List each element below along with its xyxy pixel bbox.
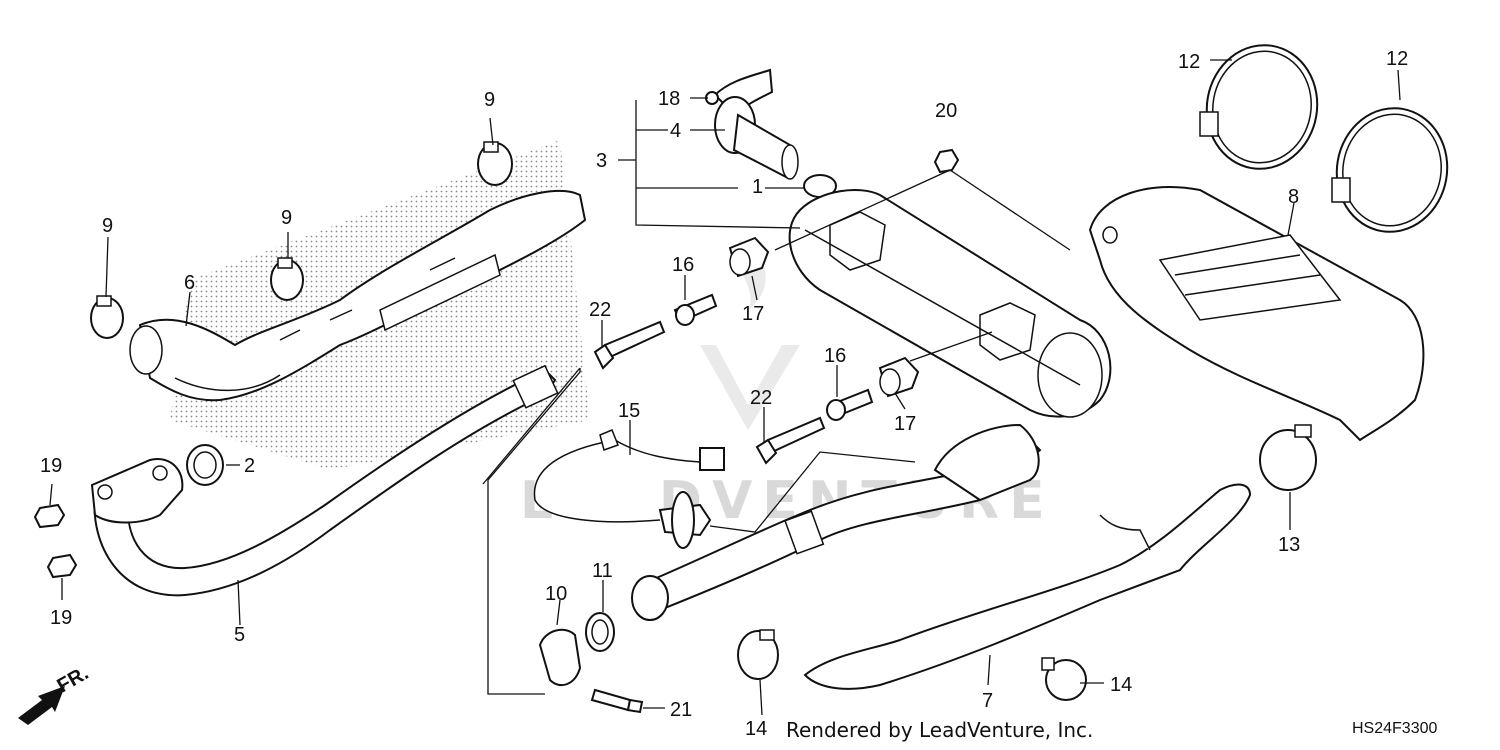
hex-bolt-part <box>590 688 644 714</box>
callout-10: 10 <box>545 583 567 605</box>
muffler-collar-part-upper <box>728 236 770 278</box>
muffler-bolt-part-upper <box>673 293 718 326</box>
muffler-protector-part-lower <box>803 483 1252 690</box>
joint-nut-part-upper <box>33 503 66 529</box>
callout-14-right: 14 <box>1110 674 1132 696</box>
muffler-protector-part-upper <box>1088 186 1425 442</box>
callout-16-lower: 16 <box>824 345 846 367</box>
callout-8: 8 <box>1288 186 1299 208</box>
band-clamp-part-14-left <box>737 629 779 680</box>
large-band-clamp-part-left <box>1199 44 1319 170</box>
callout-21: 21 <box>670 699 692 721</box>
front-direction-arrow-icon: FR. <box>18 662 92 725</box>
callout-12-right: 12 <box>1386 48 1408 70</box>
collar-sleeve-part <box>585 612 615 652</box>
large-band-clamp-part-right <box>1331 107 1449 233</box>
callout-11: 11 <box>592 560 613 582</box>
callout-1: 1 <box>752 176 763 198</box>
center-pipe-part <box>631 423 1042 621</box>
callout-19-upper: 19 <box>40 455 62 477</box>
joint-nut-part-lower <box>46 553 78 579</box>
flange-bolt-part-lower <box>755 416 826 465</box>
flange-bolt-part-upper <box>593 320 666 370</box>
callout-9-left: 9 <box>102 215 113 237</box>
callout-22-upper: 22 <box>589 299 611 321</box>
callout-labels: 1 2 3 4 5 6 7 8 9 9 9 10 11 12 12 13 14 … <box>40 48 1408 740</box>
callout-20: 20 <box>935 100 957 122</box>
callout-13: 13 <box>1278 534 1300 556</box>
callout-7: 7 <box>982 690 993 712</box>
diagram-code: HS24F3300 <box>1352 720 1438 737</box>
callout-2: 2 <box>244 455 255 477</box>
muffler-part <box>788 189 1112 418</box>
callout-17-upper: 17 <box>742 303 764 325</box>
callout-9-mid: 9 <box>281 207 292 229</box>
callout-18: 18 <box>658 88 680 110</box>
band-clamp-part-13 <box>1259 424 1317 491</box>
leader-lines <box>49 59 1401 716</box>
pipe-protector-part <box>129 189 587 402</box>
callout-14-left: 14 <box>745 718 767 740</box>
callout-12-left: 12 <box>1178 51 1200 73</box>
callout-17-lower: 17 <box>894 413 916 435</box>
callout-3: 3 <box>596 150 607 172</box>
band-clamp-part-14-right <box>1041 657 1087 701</box>
pipe-stay-part <box>538 628 582 687</box>
band-clamp-part-mid <box>270 257 304 301</box>
band-clamp-part-left <box>90 295 124 339</box>
callout-19-lower: 19 <box>50 607 72 629</box>
callout-6: 6 <box>184 272 195 294</box>
callout-5: 5 <box>234 624 245 646</box>
muffler-nut-part <box>933 148 960 174</box>
callout-9-top: 9 <box>484 89 495 111</box>
callout-22-lower: 22 <box>750 387 772 409</box>
exhaust-pipe-part <box>90 364 559 597</box>
spark-arrester-part <box>713 68 799 180</box>
muffler-bolt-part-lower <box>826 388 874 421</box>
o2-sensor-part <box>533 429 725 549</box>
band-clamp-part-top <box>477 141 513 186</box>
callout-16-upper: 16 <box>672 254 694 276</box>
callout-4: 4 <box>670 120 681 142</box>
muffler-collar-part-lower <box>878 356 920 398</box>
callout-15: 15 <box>618 400 640 422</box>
footer-credit: Rendered by LeadVenture, Inc. <box>786 718 1094 742</box>
